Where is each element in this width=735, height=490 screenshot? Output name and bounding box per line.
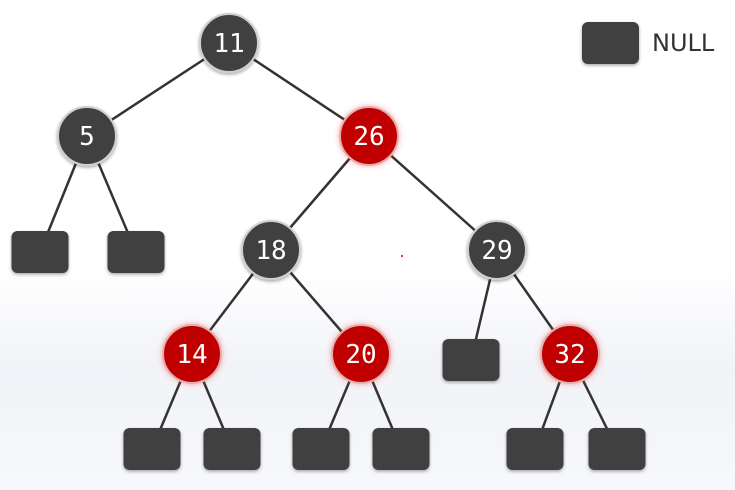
black-node-circle	[241, 220, 301, 280]
node-key-label: 11	[213, 29, 244, 59]
black-node-circle	[57, 106, 117, 166]
null-leaf	[11, 231, 69, 273]
node-key-label: 5	[79, 122, 95, 152]
null-leaf	[442, 339, 500, 381]
red-node-circle	[331, 324, 391, 384]
null-leaf	[203, 428, 261, 470]
null-leaf	[372, 428, 430, 470]
node-key-label: 14	[176, 340, 207, 370]
null-leaf	[588, 428, 646, 470]
node-key-label: 20	[345, 340, 376, 370]
tree-node-29: 29	[467, 220, 527, 280]
tree-node-14: 14	[162, 324, 222, 384]
red-node-circle	[162, 324, 222, 384]
red-node-circle	[339, 106, 399, 166]
legend: NULL	[582, 22, 715, 64]
tree-nodes: 11 5 26 18 29 14 20 32	[11, 13, 646, 470]
tree-node-11: 11	[199, 13, 259, 73]
node-key-label: 29	[481, 236, 512, 266]
tree-node-20: 20	[331, 324, 391, 384]
stray-dot	[401, 255, 403, 257]
black-node-circle	[467, 220, 527, 280]
null-leaf	[506, 428, 564, 470]
null-leaf	[123, 428, 181, 470]
black-node-circle	[199, 13, 259, 73]
node-key-label: 26	[353, 122, 384, 152]
node-key-label: 18	[255, 236, 286, 266]
legend-null-label: NULL	[652, 29, 715, 57]
tree-node-18: 18	[241, 220, 301, 280]
red-node-circle	[540, 324, 600, 384]
node-key-label: 32	[554, 340, 585, 370]
null-leaf	[292, 428, 350, 470]
tree-node-32: 32	[540, 324, 600, 384]
legend-null-swatch	[582, 22, 639, 64]
tree-node-26: 26	[339, 106, 399, 166]
tree-node-5: 5	[57, 106, 117, 166]
null-leaf	[107, 231, 165, 273]
